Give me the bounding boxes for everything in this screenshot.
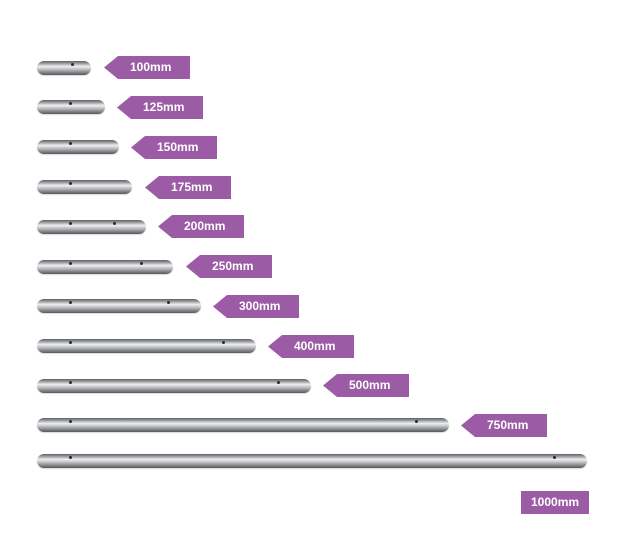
rod-hole [69,262,72,265]
rod-100mm [37,61,91,75]
rod-hole [71,63,74,66]
size-tag-750mm: 750mm [461,414,547,437]
size-tag-125mm: 125mm [117,96,203,119]
rod-hole [140,262,143,265]
size-tag-100mm: 100mm [104,56,190,79]
size-tag-1000mm: 1000mm [521,491,589,514]
rod-125mm [37,100,105,114]
rod-hole [553,456,556,459]
size-tag-200mm: 200mm [158,215,244,238]
rod-hole [167,301,170,304]
rod-hole [69,301,72,304]
rod-250mm [37,260,173,274]
rod-hole [69,142,72,145]
rod-hole [69,341,72,344]
rod-hole [222,341,225,344]
rod-750mm [37,418,449,432]
rod-hole [69,420,72,423]
rod-1000mm [37,454,587,468]
size-tag-500mm: 500mm [323,374,409,397]
rod-200mm [37,220,146,234]
rod-hole [69,381,72,384]
size-tag-400mm: 400mm [268,335,354,358]
rod-hole [113,222,116,225]
rod-400mm [37,339,256,353]
size-tag-250mm: 250mm [186,255,272,278]
size-tag-150mm: 150mm [131,136,217,159]
rod-hole [415,420,418,423]
size-tag-300mm: 300mm [213,295,299,318]
rod-hole [69,182,72,185]
rod-150mm [37,140,119,154]
size-tag-175mm: 175mm [145,176,231,199]
rod-175mm [37,180,132,194]
rod-hole [277,381,280,384]
rod-hole [69,222,72,225]
rod-hole [69,456,72,459]
rod-500mm [37,379,311,393]
rod-hole [69,102,72,105]
rod-300mm [37,299,201,313]
